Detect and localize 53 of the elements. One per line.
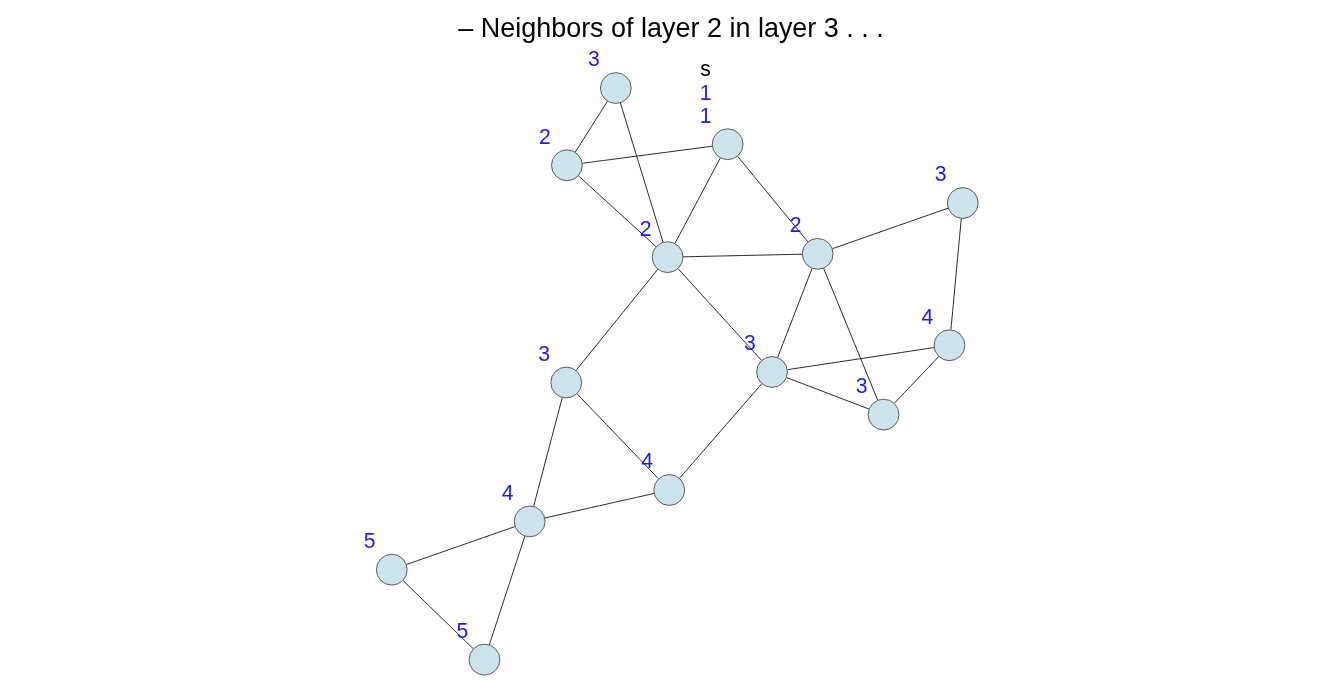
connector bbox=[831, 207, 948, 250]
connector bbox=[532, 397, 563, 507]
node-label: 1 bbox=[699, 80, 711, 104]
node-label: 3 bbox=[934, 162, 947, 186]
connector bbox=[678, 383, 762, 479]
node-circle bbox=[513, 505, 546, 538]
node-label: 1 bbox=[699, 103, 711, 127]
connector bbox=[786, 347, 935, 371]
connector bbox=[785, 377, 869, 410]
node-label: 2 bbox=[538, 124, 551, 148]
connector bbox=[893, 356, 939, 404]
connector bbox=[405, 526, 515, 565]
connector bbox=[401, 580, 474, 650]
connector bbox=[543, 492, 655, 519]
connector bbox=[574, 100, 608, 153]
node-label: 4 bbox=[501, 480, 514, 504]
node-label: 3 bbox=[537, 341, 550, 365]
node-circle bbox=[946, 187, 979, 219]
connector bbox=[673, 157, 721, 245]
node-circle bbox=[933, 329, 965, 362]
connector bbox=[488, 535, 525, 646]
connector bbox=[949, 218, 962, 331]
node-circle bbox=[375, 553, 408, 586]
node-label: 3 bbox=[587, 47, 600, 71]
node-label: 4 bbox=[921, 304, 933, 328]
node-label: 5 bbox=[456, 619, 468, 643]
connector bbox=[682, 253, 803, 258]
node-label: 2 bbox=[639, 216, 651, 240]
node-label: 3 bbox=[743, 331, 756, 355]
connector bbox=[822, 267, 878, 401]
connector bbox=[581, 145, 713, 164]
connector bbox=[736, 155, 808, 243]
connector bbox=[619, 102, 663, 243]
node-circle bbox=[652, 474, 685, 506]
node-label: 5 bbox=[363, 529, 376, 553]
connector bbox=[577, 175, 657, 248]
connector bbox=[576, 393, 659, 480]
node-label: s bbox=[699, 57, 711, 81]
diagram-title: – Neighbors of layer 2 in layer 3 . . . bbox=[457, 13, 884, 44]
node-circle bbox=[867, 398, 899, 431]
connector bbox=[776, 267, 813, 358]
node-circle bbox=[599, 72, 632, 104]
node-circle bbox=[468, 643, 500, 676]
node-label: 3 bbox=[855, 374, 867, 398]
connector bbox=[677, 268, 762, 361]
node-circle bbox=[549, 366, 582, 399]
node-circle bbox=[755, 356, 788, 388]
node-circle bbox=[651, 241, 683, 274]
node-circle bbox=[711, 128, 744, 161]
connector bbox=[575, 268, 658, 371]
node-label: 4 bbox=[640, 449, 653, 473]
node-circle bbox=[550, 149, 583, 182]
node-circle bbox=[801, 237, 834, 270]
